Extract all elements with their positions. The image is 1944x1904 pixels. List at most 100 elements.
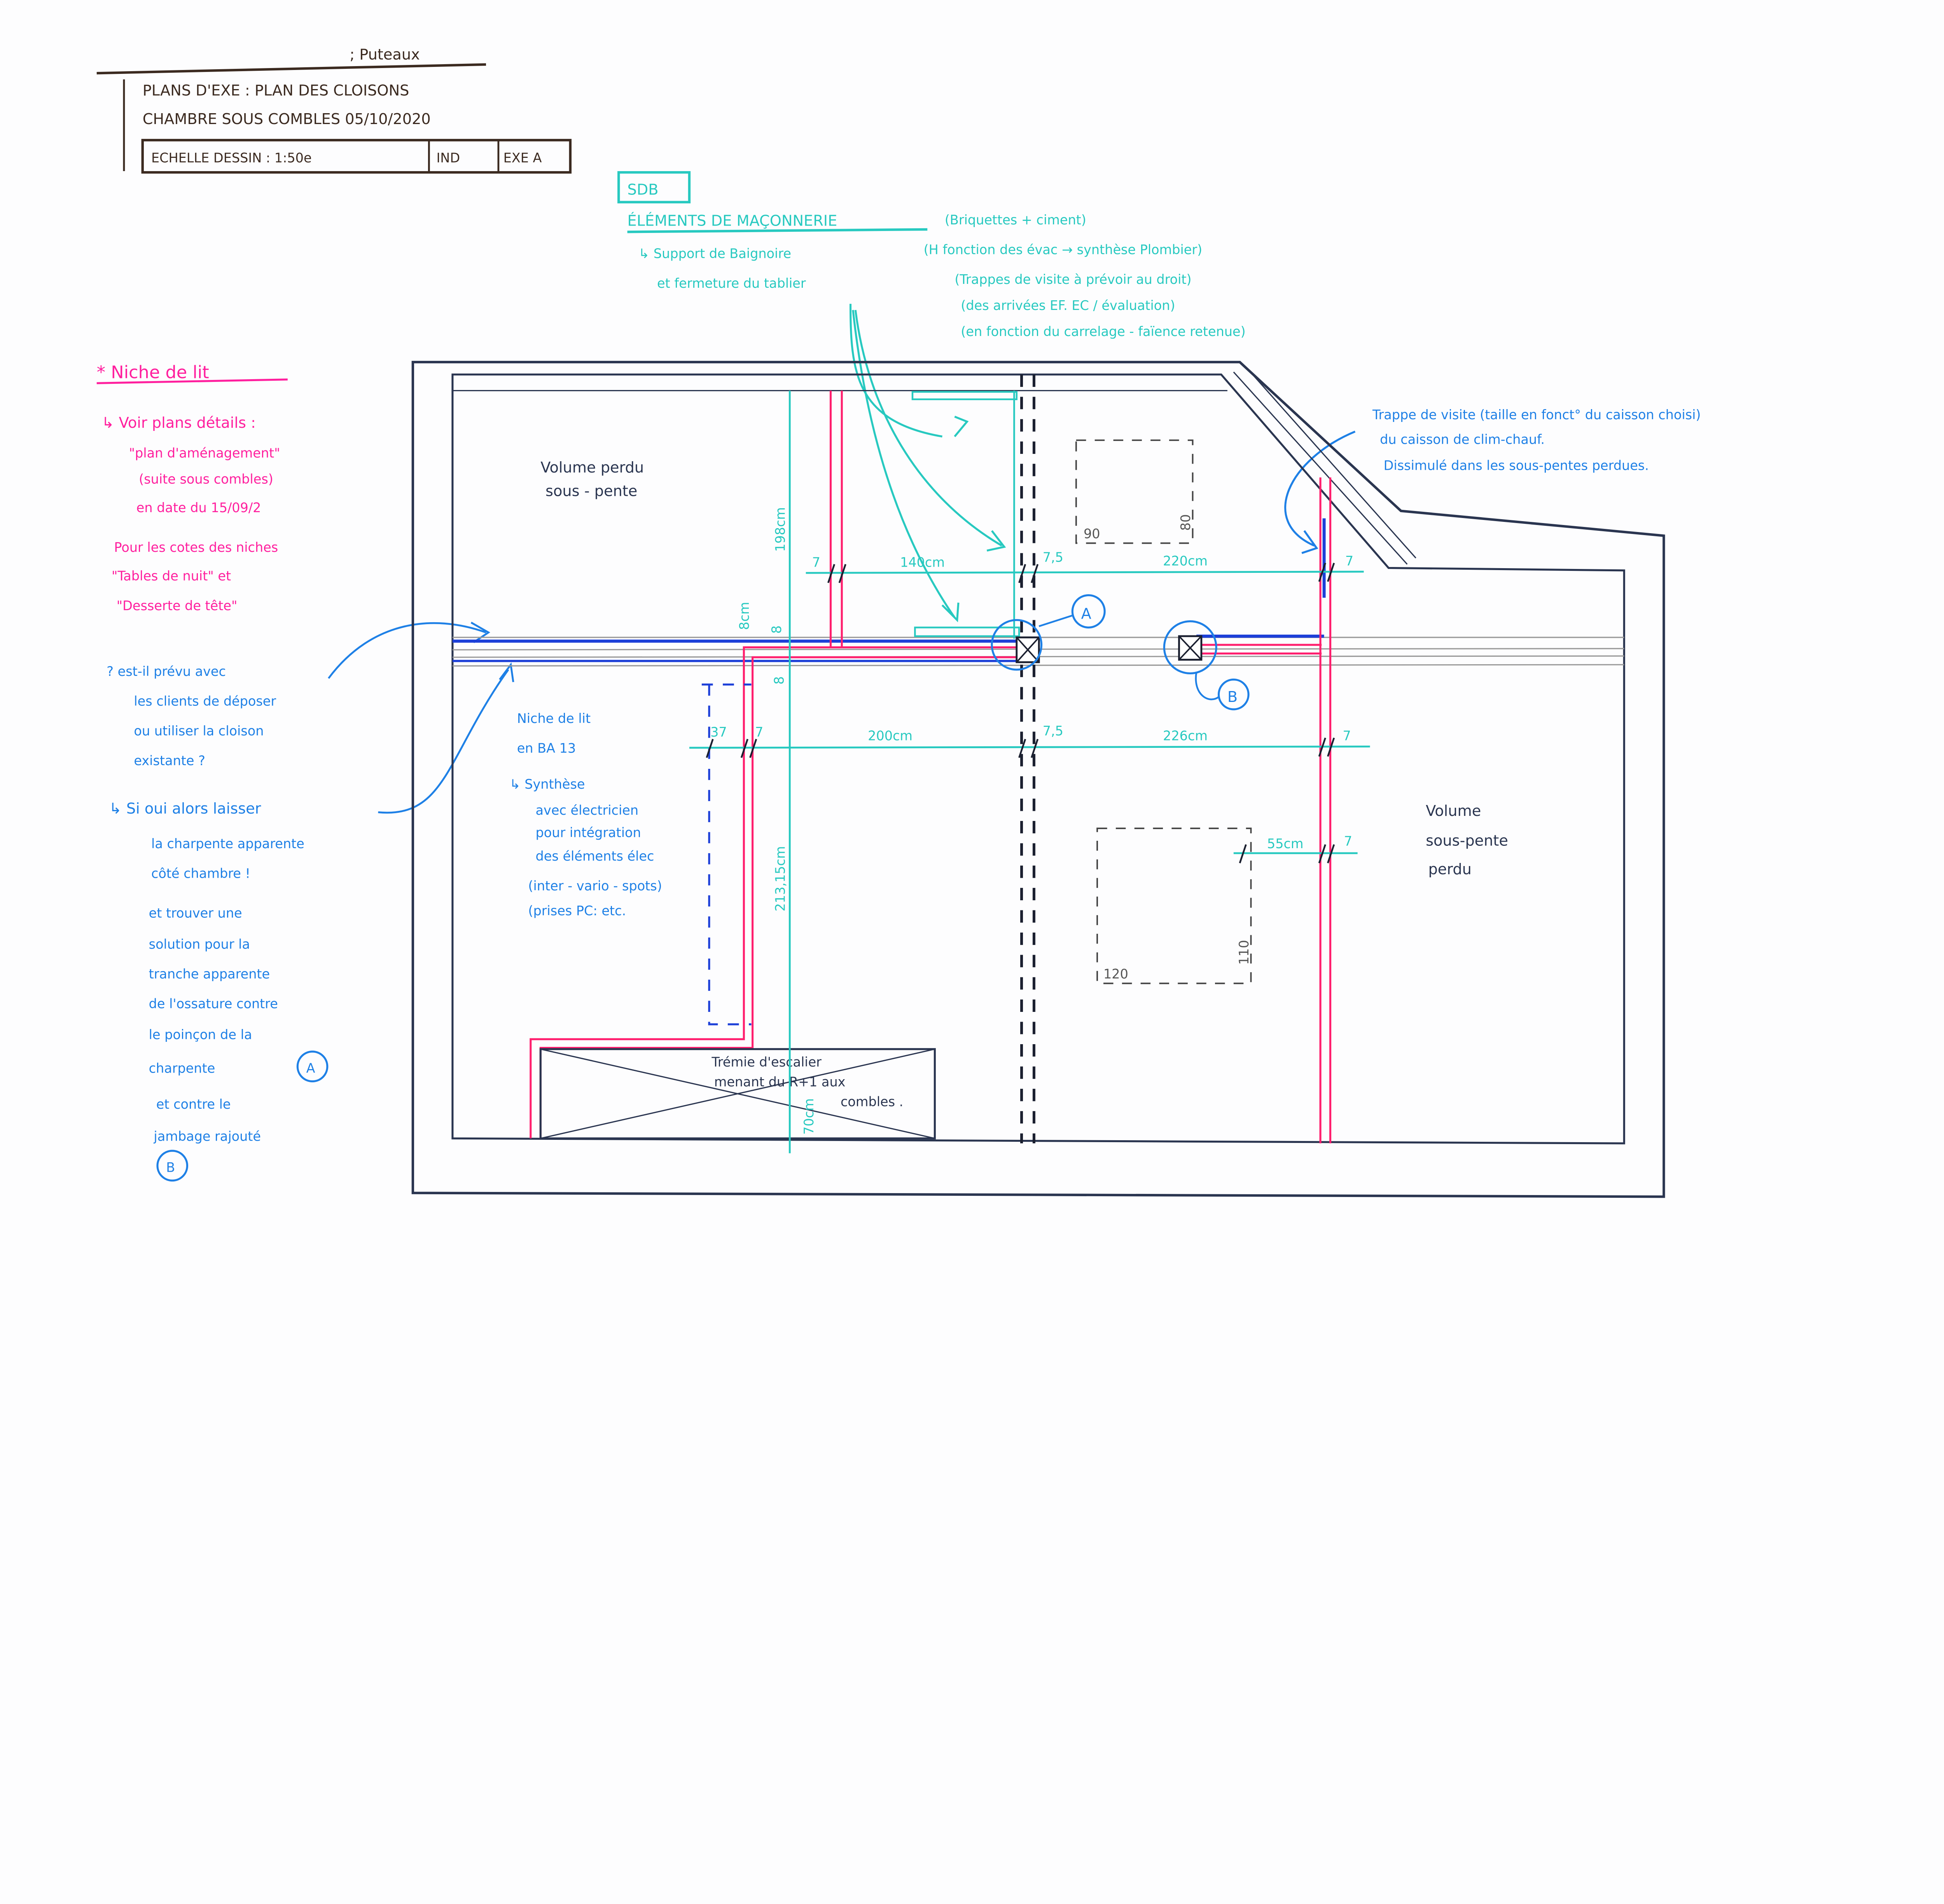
question-line: de l'ossature contre	[149, 996, 278, 1011]
interior-outline	[451, 373, 1625, 1144]
marker-b-leader	[1195, 672, 1219, 700]
arrow-icon	[328, 621, 490, 679]
stair-opening-cross	[540, 1048, 935, 1139]
sdb-tag: SDB	[628, 181, 659, 199]
dim-top-2: 140cm	[900, 555, 945, 570]
dim-beam: 8cm	[737, 602, 752, 630]
title-underline	[96, 63, 486, 75]
niche-label: des éléments élec	[536, 849, 654, 864]
drawing-sheet: ; Puteaux PLANS D'EXE : PLAN DES CLOISON…	[96, 46, 1701, 1198]
stair-label: menant du R+1 aux	[714, 1074, 846, 1089]
marker-b-label: B	[166, 1160, 175, 1175]
question-line: le poinçon de la	[149, 1027, 252, 1042]
question-line: ↳ Si oui alors laisser	[109, 800, 261, 817]
sdb-brace-4: (en fonction du carrelage - faïence rete…	[961, 324, 1245, 339]
stair-opening	[539, 1048, 936, 1139]
volume-left-label: Volume perdu	[540, 459, 644, 476]
marker-a-label: A	[306, 1060, 315, 1076]
niche-line: en date du 15/09/2	[136, 500, 261, 515]
dim-top-1: 7	[812, 555, 820, 570]
trappe-line-1: Trappe de visite (taille en fonct° du ca…	[1372, 407, 1701, 422]
title-scale: ECHELLE DESSIN : 1:50e	[151, 150, 312, 166]
sdb-brace-3: (des arrivées EF. EC / évaluation)	[961, 298, 1175, 313]
dim-stair: 70cm	[801, 1098, 816, 1135]
question-line: solution pour la	[149, 936, 250, 952]
bath-support	[914, 626, 1020, 637]
new-partitions	[530, 390, 1332, 1144]
niche-label: (prises PC: etc.	[528, 903, 626, 918]
niche-label: en BA 13	[517, 741, 576, 756]
question-line: les clients de déposer	[134, 693, 276, 709]
arrow-icon	[378, 662, 514, 814]
trappe-note: Trappe de visite (taille en fonct° du ca…	[1284, 407, 1701, 554]
dim-mid-3: 7,5	[1043, 723, 1063, 738]
stair-label: combles .	[841, 1094, 903, 1109]
dim-low-2: 7	[1344, 834, 1352, 849]
niche-line: ↳ Voir plans détails :	[101, 414, 255, 432]
marker-b-circle	[156, 1150, 189, 1182]
dim-beam-a: 8	[769, 625, 784, 634]
dim-mid-0: 37	[710, 724, 727, 740]
dim-top-3: 7,5	[1043, 550, 1063, 565]
dim-mid-2: 200cm	[868, 728, 913, 744]
existing-dashed-wall	[1020, 374, 1035, 1144]
niche-line: "plan d'aménagement"	[129, 446, 280, 461]
volume-left-label: sous - pente	[545, 483, 637, 500]
bath-support	[911, 391, 1018, 401]
dim-top-5: 7	[1345, 553, 1353, 569]
niche-label: pour intégration	[536, 825, 641, 840]
sdb-heading-paren: (Briquettes + ciment)	[945, 212, 1086, 228]
question-line: côté chambre !	[151, 866, 250, 881]
niche-heading-underline	[96, 378, 288, 384]
sdb-tag-box	[617, 171, 691, 203]
arrow-icon	[854, 310, 1006, 552]
title-sheet: EXE A	[503, 150, 542, 166]
volume-right-label: Volume	[1426, 802, 1481, 820]
dimension-lines	[689, 390, 1370, 1153]
dim-vertical-top: 198cm	[773, 507, 788, 552]
question-note: ? est-il prévu avec les clients de dépos…	[107, 621, 514, 1182]
sdb-heading: ÉLÉMENTS DE MAÇONNERIE	[628, 211, 837, 229]
caisson-bottom-width: 120	[1103, 966, 1128, 982]
niche-label: avec électricien	[536, 803, 639, 818]
title-location: ; Puteaux	[350, 46, 420, 63]
marker-a-circle	[1071, 594, 1106, 629]
dim-mid-4: 226cm	[1163, 728, 1208, 744]
caisson-bottom-height: 110	[1236, 940, 1252, 965]
dim-low-1: 55cm	[1267, 836, 1304, 851]
arrow-icon	[852, 310, 960, 623]
dim-mid-5: 7	[1343, 728, 1351, 744]
title-block: ; Puteaux PLANS D'EXE : PLAN DES CLOISON…	[96, 46, 572, 174]
niche-label: Niche de lit	[517, 711, 591, 726]
title-line-1: PLANS D'EXE : PLAN DES CLOISONS	[143, 82, 409, 100]
trappe-line-3: Dissimulé dans les sous-pentes perdues.	[1384, 458, 1649, 473]
niche-line: "Desserte de tête"	[117, 598, 238, 613]
post-a-highlight	[991, 619, 1043, 671]
sdb-brace-2: (Trappes de visite à prévoir au droit)	[955, 272, 1191, 287]
niche-line: (suite sous combles)	[139, 472, 273, 487]
caisson-top-height: 80	[1178, 514, 1193, 531]
building-outline	[411, 360, 1665, 1198]
question-line: charpente	[149, 1060, 215, 1076]
question-leaders	[328, 621, 514, 814]
title-line-2: CHAMBRE SOUS COMBLES 05/10/2020	[143, 110, 431, 128]
dim-mid-1: 7	[755, 724, 763, 740]
sdb-note: SDB ÉLÉMENTS DE MAÇONNERIE (Briquettes +…	[617, 171, 1246, 623]
caisson-top	[1075, 439, 1194, 544]
plan-marker-a: A	[1081, 605, 1091, 623]
caisson-bottom	[1096, 828, 1252, 984]
bed-niche-outline	[701, 683, 752, 1026]
niche-heading: * Niche de lit	[97, 362, 209, 383]
marker-a-circle	[296, 1050, 329, 1083]
question-line: tranche apparente	[149, 966, 270, 982]
marker-a-leader	[1038, 614, 1074, 627]
niche-line: "Tables de nuit" et	[112, 568, 231, 583]
question-line: et contre le	[156, 1097, 231, 1112]
post-b-cross	[1178, 635, 1202, 660]
marker-b-circle	[1218, 678, 1250, 710]
volume-right-label: perdu	[1428, 861, 1471, 878]
stair-label: Trémie d'escalier	[711, 1054, 822, 1069]
question-line: existante ?	[134, 753, 205, 768]
sdb-brace-1: (H fonction des évac → synthèse Plombier…	[924, 242, 1203, 257]
trappe-line-2: du caisson de clim-chauf.	[1380, 432, 1545, 447]
